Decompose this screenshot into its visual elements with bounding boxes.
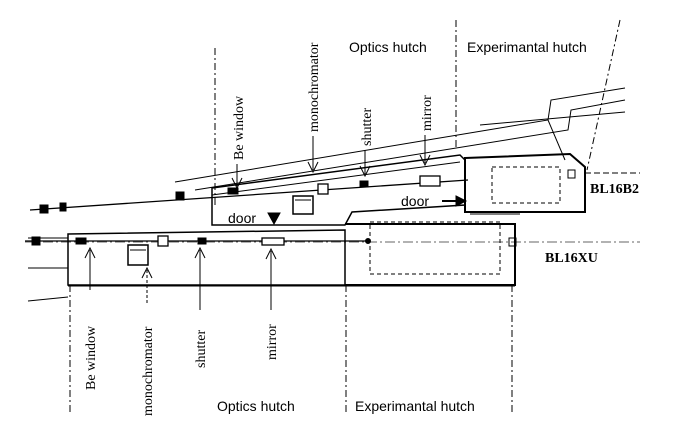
bl16b2-shield-line <box>211 161 461 196</box>
top-be-window-arrowhead <box>231 177 243 190</box>
bottom-shutter-label: shutter <box>194 330 209 368</box>
top-experimental-hutch-label: Experimantal hutch <box>467 39 587 55</box>
top-monochromator-label: monochromator <box>307 42 322 132</box>
bl16xu-mirror-box <box>261 237 285 246</box>
top-optics-hutch-label: Optics hutch <box>349 39 427 55</box>
ring-wall-cross <box>479 111 626 126</box>
bl16xu-exp-hutch-wall <box>345 223 516 286</box>
bottom-monochromator-label: monochromator <box>141 326 156 416</box>
top-boundary-line-right <box>586 19 621 171</box>
bl16b2-exp-hutch-wall <box>464 152 586 213</box>
bl16xu-monochromator-stand <box>127 244 149 266</box>
left-wall-line-2 <box>27 296 69 302</box>
bottom-mirror-label: mirror <box>265 324 280 360</box>
bl16b2-mirror-box <box>419 175 441 187</box>
door-right-arrow-head <box>455 195 468 207</box>
beamline-bl16xu-label: BL16XU <box>545 251 598 266</box>
top-shutter-arrowhead <box>359 165 371 178</box>
bl16b2-front-end-box <box>39 204 49 214</box>
door-right-label: door <box>401 193 429 209</box>
bl16xu-monochromator-box <box>157 235 169 247</box>
top-mirror-arrowhead <box>419 154 431 167</box>
bl16b2-front-end-box-2 <box>59 202 67 212</box>
bl16b2-be-window-mark <box>227 187 239 195</box>
bl16b2-monochromator-stand <box>292 195 314 215</box>
bottom-experimental-hutch-label: Experimantal hutch <box>355 398 475 414</box>
ring-wall-inner <box>194 99 626 191</box>
top-monochromator-arrowhead <box>307 161 319 174</box>
bl16b2-shutter-mark <box>359 180 369 188</box>
ring-wall-outer <box>174 87 626 183</box>
bl16b2-monochromator-box <box>317 183 329 195</box>
bl16xu-be-window-mark <box>75 237 87 245</box>
bottom-monochromator-arrowhead <box>141 266 153 279</box>
door-left-arrow <box>267 212 281 226</box>
bl16b2-front-end-box-3 <box>175 191 185 201</box>
bottom-be-window-label: Be window <box>84 325 99 390</box>
bl16xu-shutter-mark <box>197 237 207 245</box>
bl16b2-beam <box>29 179 469 211</box>
top-shutter-label: shutter <box>360 108 375 146</box>
bl16b2-exp-hutch-table <box>491 166 561 204</box>
top-be-window-label: Be window <box>232 95 247 160</box>
beamline-bl16b2-label: BL16B2 <box>590 182 639 197</box>
door-left-label: door <box>228 210 256 226</box>
top-mirror-label: mirror <box>420 95 435 131</box>
bl16xu-end-point <box>365 238 371 244</box>
bl16b2-end-marker <box>567 169 576 179</box>
bottom-mirror-arrowhead <box>265 247 277 260</box>
bl16xu-exp-hutch-table <box>369 221 501 275</box>
bottom-optics-hutch-label: Optics hutch <box>217 398 295 414</box>
bl16xu-end-marker <box>508 237 517 247</box>
bottom-be-window-arrowhead <box>84 246 96 259</box>
bottom-shutter-arrowhead <box>194 246 206 259</box>
bl16xu-front-end-box <box>31 236 41 246</box>
